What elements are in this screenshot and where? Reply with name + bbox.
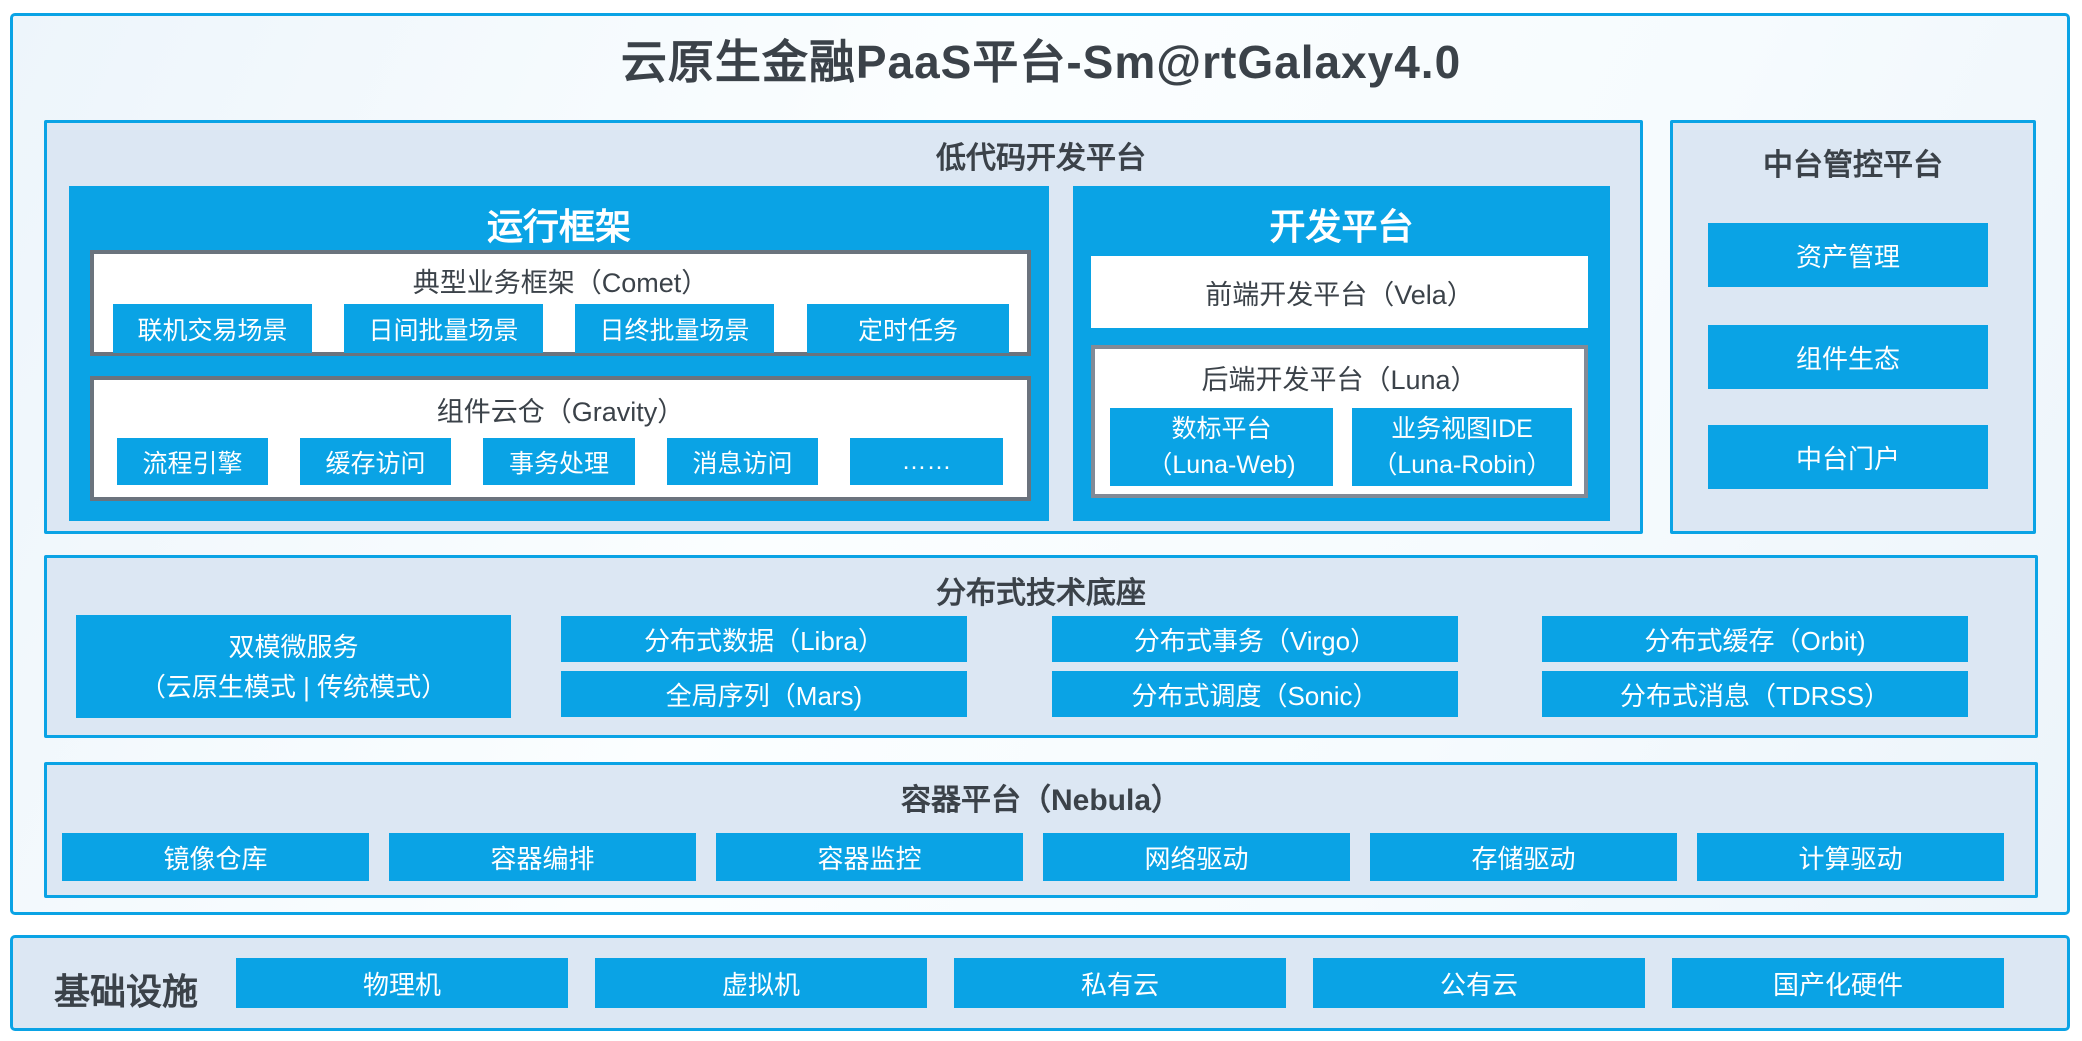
- distributed-item-libra: 分布式数据（Libra）: [561, 616, 967, 662]
- gravity-item-cache-access: 缓存访问: [300, 438, 451, 485]
- midplatform-item-component-eco: 组件生态: [1708, 325, 1988, 389]
- lowcode-panel-title: 低代码开发平台: [936, 142, 1146, 175]
- gravity-item-ellipsis: ……: [850, 438, 1003, 485]
- page-title: 云原生金融PaaS平台-Sm@rtGalaxy4.0: [620, 36, 1462, 88]
- distributed-item-tdrss: 分布式消息（TDRSS）: [1542, 671, 1968, 717]
- luna-web-line1: 数标平台: [1171, 415, 1272, 443]
- distributed-item-mars: 全局序列（Mars): [561, 671, 967, 717]
- luna-title: 后端开发平台（Luna）: [1201, 365, 1478, 395]
- container-platform-title: 容器平台（Nebula）: [900, 784, 1182, 817]
- infra-item-public-cloud: 公有云: [1313, 958, 1645, 1008]
- luna-item-luna-web: 数标平台 （Luna-Web): [1110, 408, 1333, 486]
- comet-item-eod-batch: 日终批量场景: [575, 304, 774, 353]
- container-item-image-repo: 镜像仓库: [62, 833, 369, 881]
- midplatform-item-asset-mgmt: 资产管理: [1708, 223, 1988, 287]
- container-item-compute-driver: 计算驱动: [1697, 833, 2004, 881]
- infra-item-domestic-hardware: 国产化硬件: [1672, 958, 2004, 1008]
- distributed-item-orbit: 分布式缓存（Orbit): [1542, 616, 1968, 662]
- dual-mode-line1: 双模微服务: [228, 631, 359, 662]
- luna-robin-line2: （Luna-Robin）: [1372, 451, 1552, 479]
- midplatform-item-portal: 中台门户: [1708, 425, 1988, 489]
- infra-item-physical-machine: 物理机: [236, 958, 568, 1008]
- dev-platform-title: 开发平台: [1269, 206, 1414, 247]
- midplatform-title: 中台管控平台: [1763, 149, 1943, 182]
- infra-item-virtual-machine: 虚拟机: [595, 958, 927, 1008]
- comet-item-scheduled-task: 定时任务: [807, 304, 1009, 353]
- runtime-framework-title: 运行框架: [486, 206, 631, 247]
- distributed-item-dual-mode-microservice: 双模微服务 （云原生模式 | 传统模式）: [76, 615, 511, 718]
- gravity-item-process-engine: 流程引擎: [117, 438, 268, 485]
- container-item-storage-driver: 存储驱动: [1370, 833, 1677, 881]
- luna-robin-line1: 业务视图IDE: [1391, 415, 1533, 443]
- comet-title: 典型业务框架（Comet）: [412, 268, 709, 298]
- gravity-item-transaction: 事务处理: [483, 438, 635, 485]
- container-item-orchestration: 容器编排: [389, 833, 696, 881]
- distributed-item-virgo: 分布式事务（Virgo）: [1052, 616, 1458, 662]
- vela-box: 前端开发平台（Vela）: [1091, 256, 1588, 328]
- comet-item-intraday-batch: 日间批量场景: [344, 304, 543, 353]
- comet-item-online-trading: 联机交易场景: [113, 304, 312, 353]
- dual-mode-line2: （云原生模式 | 传统模式）: [139, 671, 448, 702]
- luna-item-luna-robin: 业务视图IDE （Luna-Robin）: [1352, 408, 1572, 486]
- infra-item-private-cloud: 私有云: [954, 958, 1286, 1008]
- gravity-item-message-access: 消息访问: [667, 438, 818, 485]
- container-item-network-driver: 网络驱动: [1043, 833, 1350, 881]
- distributed-item-sonic: 分布式调度（Sonic）: [1052, 671, 1458, 717]
- distributed-title: 分布式技术底座: [936, 577, 1146, 610]
- infrastructure-label: 基础设施: [53, 971, 198, 1012]
- container-item-monitoring: 容器监控: [716, 833, 1023, 881]
- luna-web-line2: （Luna-Web): [1147, 451, 1296, 479]
- gravity-title: 组件云仓（Gravity）: [436, 397, 685, 427]
